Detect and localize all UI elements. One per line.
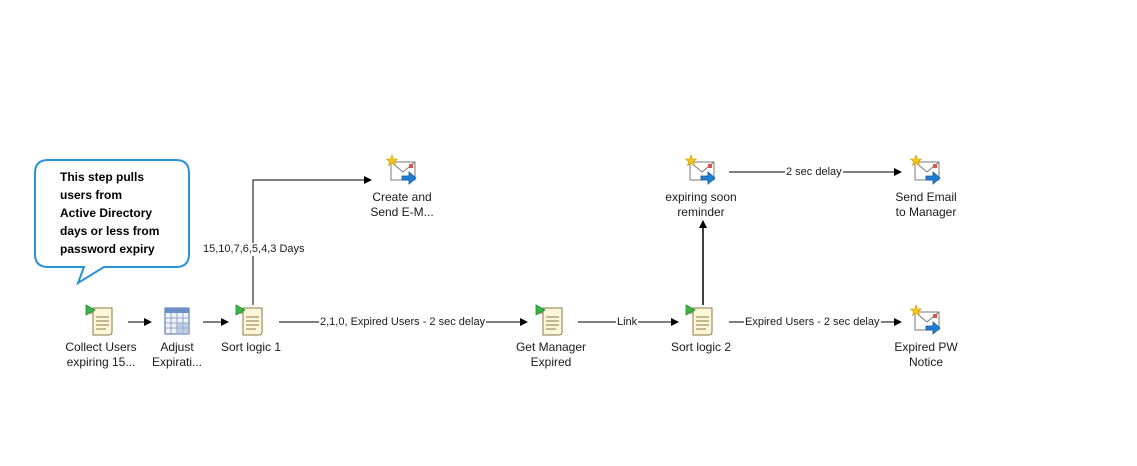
node-label: reminder [677, 205, 725, 219]
callout-line: users from [60, 188, 123, 202]
node-adjust-expiration[interactable]: Adjust Expirati... [122, 304, 232, 370]
node-label: Adjust [160, 340, 194, 354]
node-label: Notice [908, 355, 943, 369]
node-label: Send E-M... [370, 205, 434, 219]
callout-line: Active Directory [60, 206, 153, 220]
node-label: Sort logic 1 [220, 340, 282, 354]
edge-sort1-to-create[interactable] [252, 176, 372, 305]
script-icon [85, 304, 113, 336]
node-expired-pw-notice[interactable]: Expired PW Notice [871, 304, 981, 370]
callout-line: This step pulls [60, 170, 145, 184]
node-expiring-soon-reminder[interactable]: expiring soon reminder [646, 154, 756, 220]
node-label: Get Manager [515, 340, 587, 354]
node-label: Send Email [895, 190, 957, 204]
calendar-grid-icon [164, 307, 190, 335]
node-label: Expired PW [894, 340, 958, 354]
callout-bubble [34, 159, 190, 286]
node-label: Sort logic 2 [670, 340, 732, 354]
node-label: expiring 15... [66, 355, 136, 369]
email-send-icon [684, 154, 716, 185]
node-sort-logic-2[interactable]: Sort logic 2 [646, 304, 756, 355]
node-collect-users[interactable]: Collect Users expiring 15... [46, 304, 156, 370]
email-send-icon [385, 154, 417, 185]
node-label: Expired [530, 355, 572, 369]
node-label: Collect Users [65, 340, 137, 354]
node-label: Expirati... [151, 355, 202, 369]
edge-label-sort2-to-expired: Expired Users - 2 sec delay [744, 316, 881, 329]
email-send-icon [909, 154, 941, 185]
email-send-icon [909, 304, 941, 335]
node-sort-logic-1[interactable]: Sort logic 1 [196, 304, 306, 355]
callout-line: password expiry [60, 242, 155, 256]
node-get-manager-expired[interactable]: Get Manager Expired [496, 304, 606, 370]
script-icon [685, 304, 713, 336]
script-icon [535, 304, 563, 336]
edge-label-reminder-to-manager: 2 sec delay [785, 166, 843, 179]
node-send-email-to-manager[interactable]: Send Email to Manager [871, 154, 981, 220]
node-label: Create and [372, 190, 432, 204]
node-create-and-send[interactable]: Create and Send E-M... [347, 154, 457, 220]
edge-label-getmanager-to-sort2: Link [616, 316, 639, 329]
edge-label-sort1-to-create: 15,10,7,6,5,4,3 Days [202, 243, 306, 256]
edge-label-sort1-to-getmanager: 2,1,0, Expired Users - 2 sec delay [319, 316, 487, 329]
callout-line: days or less from [60, 224, 160, 238]
script-icon [235, 304, 263, 336]
node-label: to Manager [895, 205, 957, 219]
node-label: expiring soon [665, 190, 737, 204]
callout-text: This step pulls users from Active Direct… [60, 168, 190, 258]
